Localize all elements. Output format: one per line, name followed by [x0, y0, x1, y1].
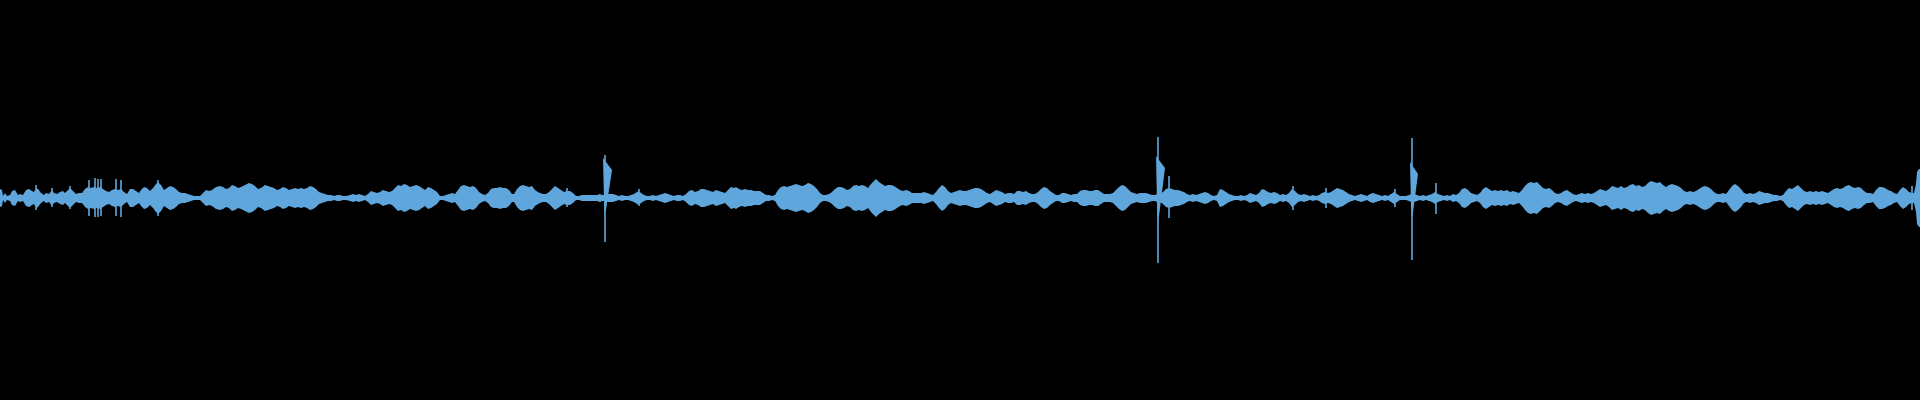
audio-waveform[interactable] — [0, 0, 1920, 400]
waveform-panel — [0, 0, 1920, 400]
